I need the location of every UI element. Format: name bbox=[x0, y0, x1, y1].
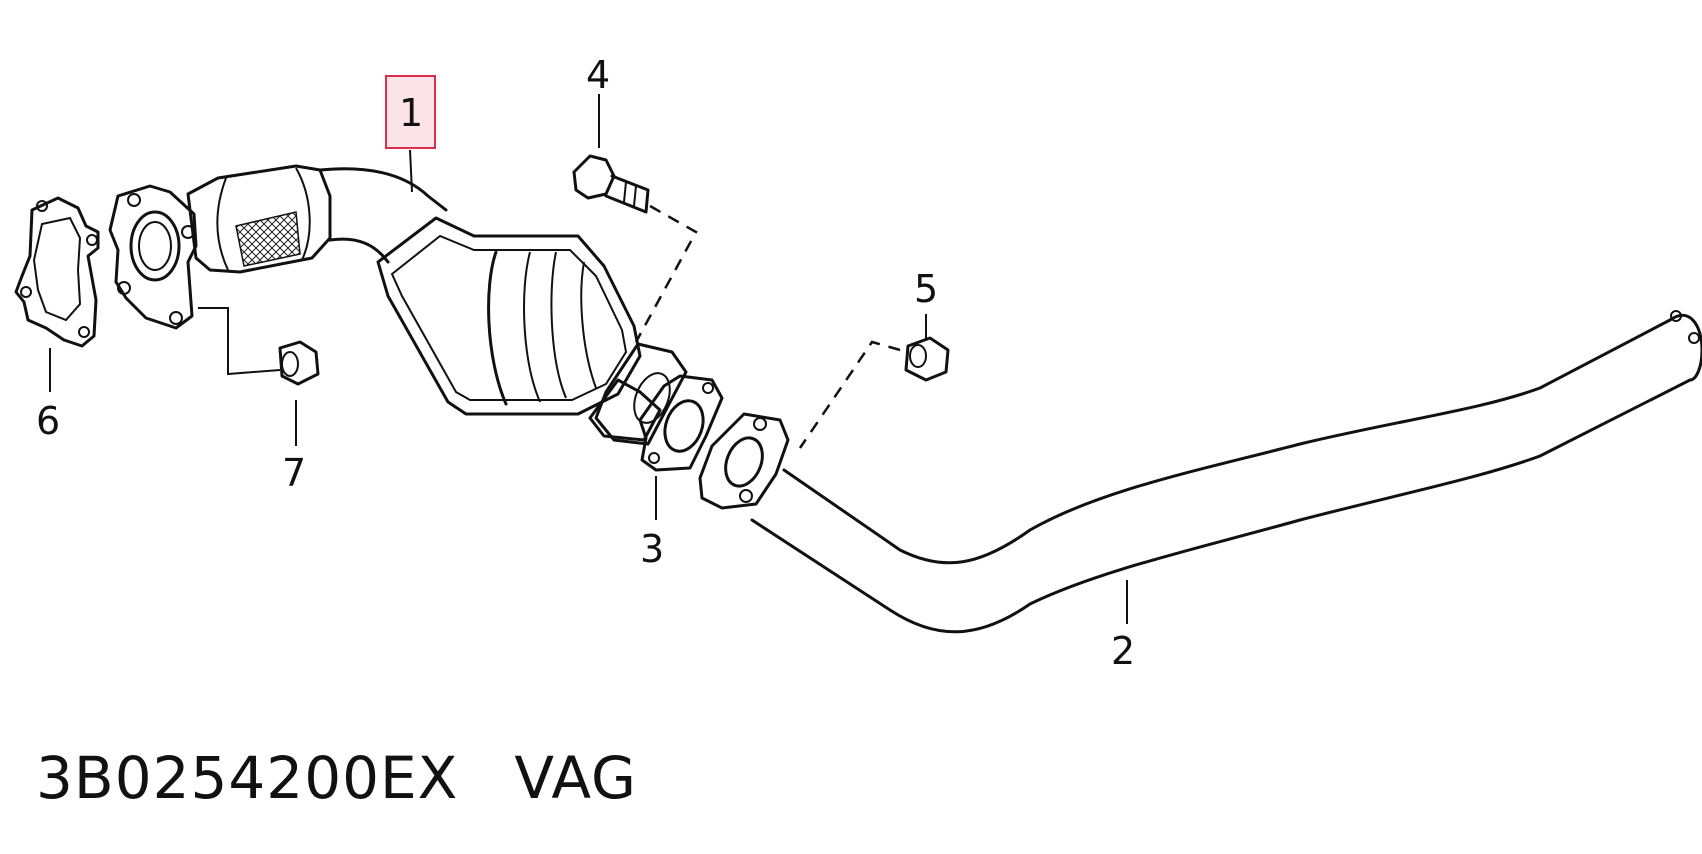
highlight-box-part-1 bbox=[385, 75, 436, 149]
gasket-part-6 bbox=[14, 196, 100, 348]
catalytic-converter-part-1 bbox=[108, 164, 688, 446]
callout-2[interactable]: 2 bbox=[1111, 629, 1135, 673]
nut-part-5 bbox=[798, 336, 950, 449]
part-number: 3B0254200EX bbox=[36, 744, 459, 812]
gasket-part-3 bbox=[638, 374, 724, 472]
callout-7[interactable]: 7 bbox=[282, 451, 306, 495]
part-caption: 3B0254200EX VAG bbox=[36, 744, 637, 812]
leader-lines bbox=[49, 94, 1128, 624]
callout-4[interactable]: 4 bbox=[586, 53, 610, 97]
callout-5[interactable]: 5 bbox=[914, 267, 938, 311]
bolt-part-4 bbox=[572, 154, 698, 343]
nut-part-7 bbox=[278, 340, 320, 386]
rear-pipe-part-2 bbox=[698, 310, 1702, 634]
callout-3[interactable]: 3 bbox=[640, 527, 664, 571]
callout-1[interactable]: 1 bbox=[399, 91, 423, 135]
callout-labels: 1 2 3 4 5 6 7 bbox=[36, 53, 1135, 673]
callout-6[interactable]: 6 bbox=[36, 399, 60, 443]
brand-name: VAG bbox=[514, 744, 637, 812]
